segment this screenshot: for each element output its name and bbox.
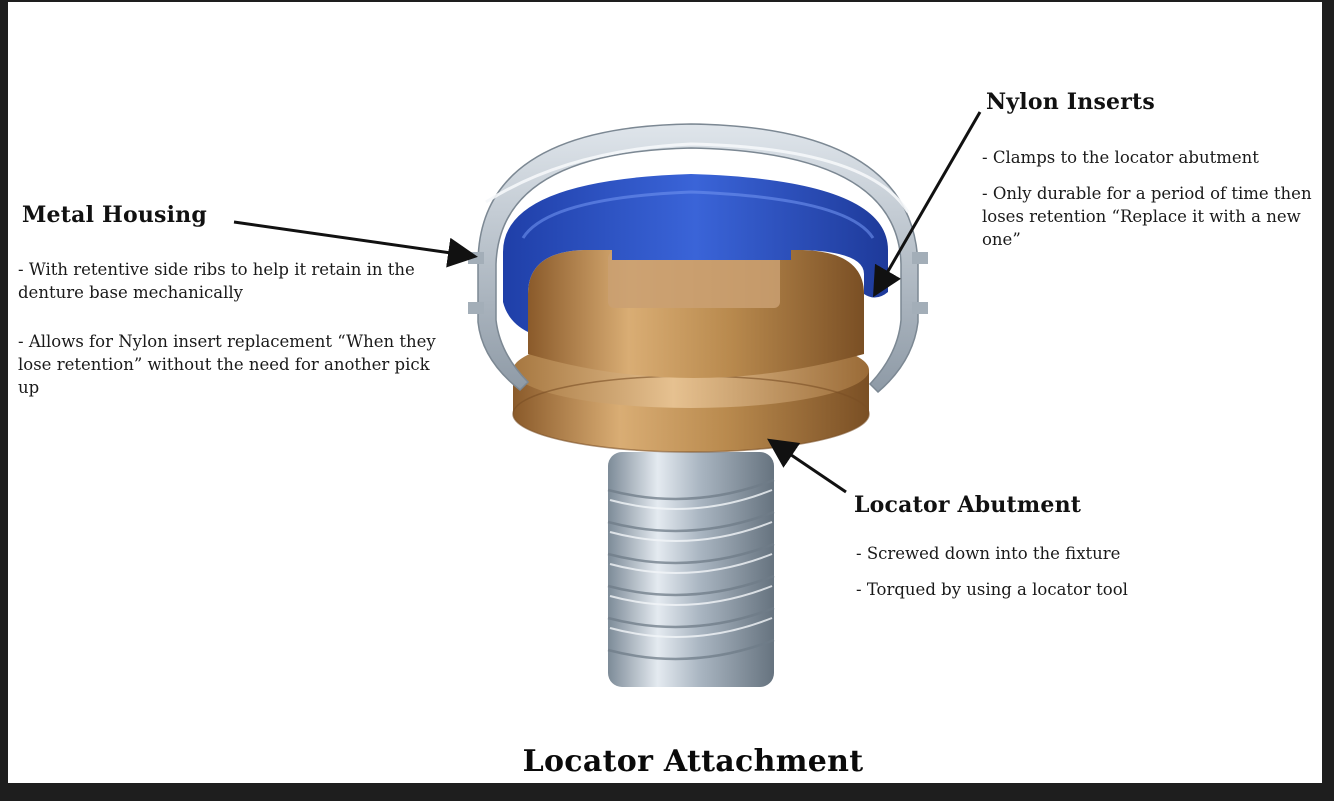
nylon-inserts-point-1: - Clamps to the locator abutment <box>982 148 1259 167</box>
locator-abutment-point-1: - Screwed down into the fixture <box>856 544 1121 563</box>
locator-attachment-illustration <box>233 111 982 687</box>
nylon-inserts-point-2: - Only durable for a period of time then… <box>982 184 1312 249</box>
metal-housing-point-2: - Allows for Nylon insert replacement “W… <box>18 332 436 397</box>
metal-housing-point-1: - With retentive side ribs to help it re… <box>18 260 415 302</box>
metal-housing-heading: Metal Housing <box>22 202 207 228</box>
nylon-inserts-heading: Nylon Inserts <box>986 89 1155 115</box>
nylon-insert <box>503 174 888 332</box>
screw-thread <box>607 452 775 687</box>
locator-abutment-point-2: - Torqued by using a locator tool <box>856 580 1128 599</box>
diagram-title: Locator Attachment <box>522 744 864 779</box>
locator-abutment-heading: Locator Abutment <box>854 492 1082 518</box>
diagram-slide: Metal Housing - With retentive side ribs… <box>8 2 1322 783</box>
metal-housing-arrow <box>233 220 478 268</box>
nylon-inserts-arrow <box>872 111 982 298</box>
abutment-head <box>528 250 864 378</box>
locator-abutment-arrow <box>767 438 847 494</box>
metal-housing-shell <box>468 123 928 394</box>
